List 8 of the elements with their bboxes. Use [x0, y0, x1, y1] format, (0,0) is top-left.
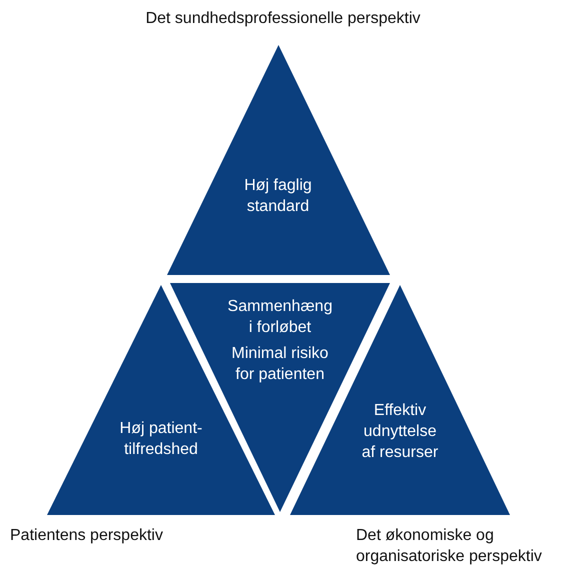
perspective-heading: Det økonomiske og organisatoriske perspektiv	[356, 526, 543, 567]
triangle-text: Minimal risiko for patienten	[230, 344, 330, 385]
perspective-heading: Det sundhedsprofessionelle perspektiv	[144, 9, 422, 29]
triangle-text: Sammenhæng i forløbet	[226, 297, 334, 338]
triangle-text: Høj patient-tilfredshed	[118, 419, 204, 460]
perspective-heading: Patientens perspektiv	[10, 526, 164, 546]
triangle-text: Høj faglig standard	[243, 176, 313, 217]
triangle-text: Effektiv udnyttelse af resurser	[360, 401, 440, 463]
